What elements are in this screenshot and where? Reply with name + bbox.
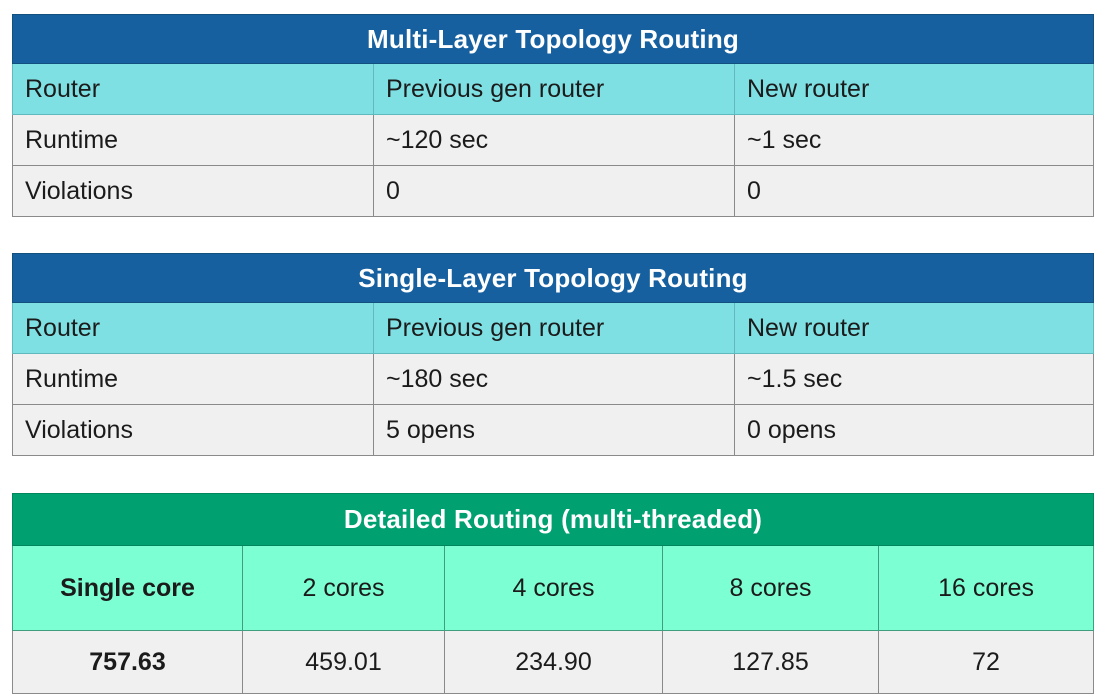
column-header-2-cores: 2 cores <box>242 545 445 631</box>
table-title-single-layer: Single-Layer Topology Routing <box>11 253 1095 303</box>
row-label-runtime: Runtime <box>12 114 374 166</box>
column-header-16-cores: 16 cores <box>877 545 1095 631</box>
column-header-previous-gen-router: Previous gen router <box>373 302 735 354</box>
cell-violations-new-router: 0 <box>733 165 1095 217</box>
table-row: Runtime ~120 sec ~1 sec <box>12 114 1095 166</box>
table-title-row: Detailed Routing (multi-threaded) <box>11 493 1095 546</box>
table-row: 757.63 459.01 234.90 127.85 72 <box>12 630 1095 694</box>
cell-runtime-16-cores: 72 <box>877 630 1095 694</box>
table-multi-layer-topology-routing: Multi-Layer Topology Routing Router Prev… <box>11 14 1095 217</box>
cell-violations-new-router: 0 opens <box>733 404 1095 456</box>
cell-runtime-previous-gen: ~120 sec <box>373 114 735 166</box>
cell-runtime-2-cores: 459.01 <box>242 630 445 694</box>
column-header-router: Router <box>12 302 374 354</box>
table-single-layer-topology-routing: Single-Layer Topology Routing Router Pre… <box>11 253 1095 456</box>
column-header-single-core: Single core <box>12 545 243 631</box>
table-header-row: Router Previous gen router New router <box>12 302 1095 354</box>
cell-runtime-single-core: 757.63 <box>12 630 243 694</box>
table-title-multi-layer: Multi-Layer Topology Routing <box>11 14 1095 64</box>
cell-violations-previous-gen: 5 opens <box>373 404 735 456</box>
column-header-8-cores: 8 cores <box>662 545 879 631</box>
row-label-runtime: Runtime <box>12 353 374 405</box>
table-title-row: Multi-Layer Topology Routing <box>11 14 1095 64</box>
table-title-row: Single-Layer Topology Routing <box>11 253 1095 303</box>
cell-runtime-8-cores: 127.85 <box>662 630 879 694</box>
row-label-violations: Violations <box>12 404 374 456</box>
column-header-new-router: New router <box>733 302 1095 354</box>
column-header-4-cores: 4 cores <box>444 545 663 631</box>
column-header-router: Router <box>12 63 374 115</box>
cell-runtime-previous-gen: ~180 sec <box>373 353 735 405</box>
cell-runtime-new-router: ~1.5 sec <box>733 353 1095 405</box>
cell-runtime-4-cores: 234.90 <box>444 630 663 694</box>
table-row: Runtime ~180 sec ~1.5 sec <box>12 353 1095 405</box>
row-label-violations: Violations <box>12 165 374 217</box>
table-header-row: Router Previous gen router New router <box>12 63 1095 115</box>
cell-runtime-new-router: ~1 sec <box>733 114 1095 166</box>
table-title-detailed-routing: Detailed Routing (multi-threaded) <box>11 493 1095 546</box>
table-header-row: Single core 2 cores 4 cores 8 cores 16 c… <box>12 545 1095 631</box>
column-header-previous-gen-router: Previous gen router <box>373 63 735 115</box>
table-detailed-routing: Detailed Routing (multi-threaded) Single… <box>11 493 1095 694</box>
cell-violations-previous-gen: 0 <box>373 165 735 217</box>
column-header-new-router: New router <box>733 63 1095 115</box>
table-row: Violations 0 0 <box>12 165 1095 217</box>
table-row: Violations 5 opens 0 opens <box>12 404 1095 456</box>
